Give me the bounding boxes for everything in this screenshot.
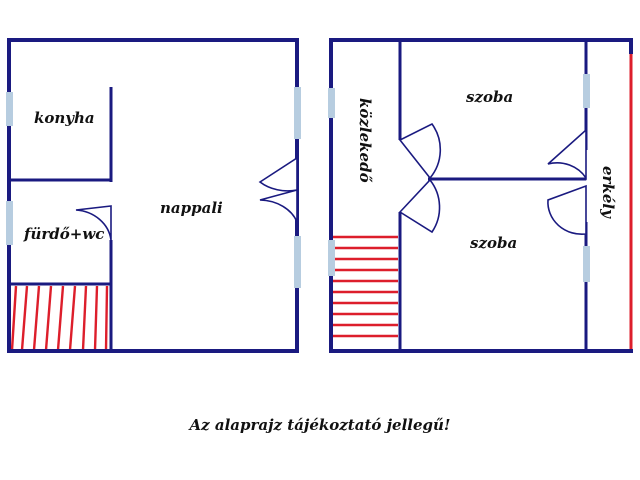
- label-nappali: nappali: [160, 199, 223, 217]
- window-bath: [6, 201, 13, 245]
- label-erkely: erkély: [599, 166, 617, 219]
- door-living-right-lower: [259, 188, 298, 223]
- window-room-bottom: [583, 246, 590, 282]
- floor-1: [6, 38, 301, 353]
- door-bathroom: [75, 205, 112, 241]
- label-szoba-top: szoba: [466, 88, 513, 106]
- label-kozlekedo: közlekedő: [356, 98, 374, 183]
- outer-wall-floor-2: [329, 38, 633, 353]
- door-living-right-upper: [258, 156, 298, 192]
- door-room-top: [398, 122, 442, 180]
- floor-2: [328, 38, 633, 353]
- door-balcony-lower: [547, 184, 587, 236]
- label-furdo-wc: fürdő+wc: [23, 225, 104, 243]
- staircase-floor-1: [10, 285, 109, 351]
- outer-wall-floor-1: [7, 38, 299, 353]
- window-living-upper: [294, 87, 301, 139]
- label-konyha: konyha: [34, 109, 95, 127]
- window-kitchen: [6, 92, 13, 126]
- label-szoba-bottom: szoba: [470, 234, 517, 252]
- window-corridor: [328, 88, 335, 118]
- window-stairs: [328, 240, 335, 276]
- disclaimer-note: Az alaprajz tájékoztató jellegű!: [189, 416, 451, 434]
- window-room-top: [583, 74, 590, 108]
- door-balcony-upper: [547, 128, 587, 181]
- door-room-bottom: [398, 178, 441, 234]
- window-living-lower: [294, 236, 301, 288]
- staircase-floor-2: [333, 235, 398, 338]
